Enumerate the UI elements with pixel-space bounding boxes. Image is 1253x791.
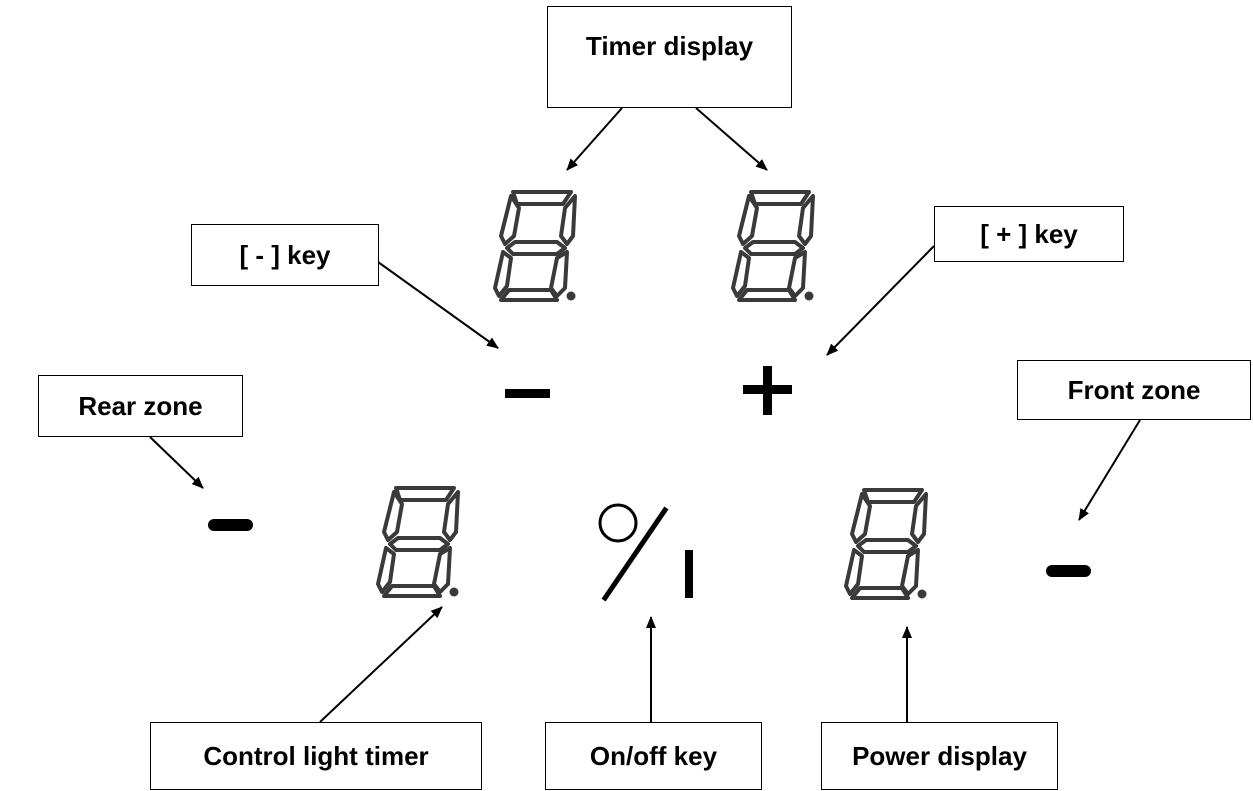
minus-key-symbol[interactable] xyxy=(505,389,550,398)
rear-zone-indicator-icon xyxy=(208,519,253,531)
arrow-plus-key xyxy=(826,245,935,356)
plus-key-label: [ + ] key xyxy=(934,206,1124,262)
control-light-timer-label: Control light timer xyxy=(150,722,482,790)
on-off-key-label: On/off key xyxy=(545,722,762,790)
arrow-front-zone xyxy=(1078,419,1141,521)
arrow-rear-zone xyxy=(149,436,204,489)
front-zone-indicator-icon xyxy=(1046,565,1091,577)
rear-zone-power-digit xyxy=(376,486,461,599)
timer-display-label: Timer display xyxy=(547,6,792,108)
on-off-key-symbol[interactable] xyxy=(598,503,693,602)
front-zone-power-digit xyxy=(844,488,929,601)
plus-key-symbol[interactable] xyxy=(743,366,792,415)
power-display-label: Power display xyxy=(821,722,1058,790)
front-zone-label: Front zone xyxy=(1017,360,1251,420)
timer-display-right-digit xyxy=(731,190,816,303)
arrow-minus-key xyxy=(377,261,499,349)
rear-zone-label: Rear zone xyxy=(38,375,243,437)
timer-display-left-digit xyxy=(493,190,578,303)
arrow-control-light-timer xyxy=(319,606,443,723)
arrow-timer-to-right-digit xyxy=(695,107,768,171)
minus-key-label: [ - ] key xyxy=(191,224,379,286)
arrow-timer-to-left-digit xyxy=(566,107,623,171)
